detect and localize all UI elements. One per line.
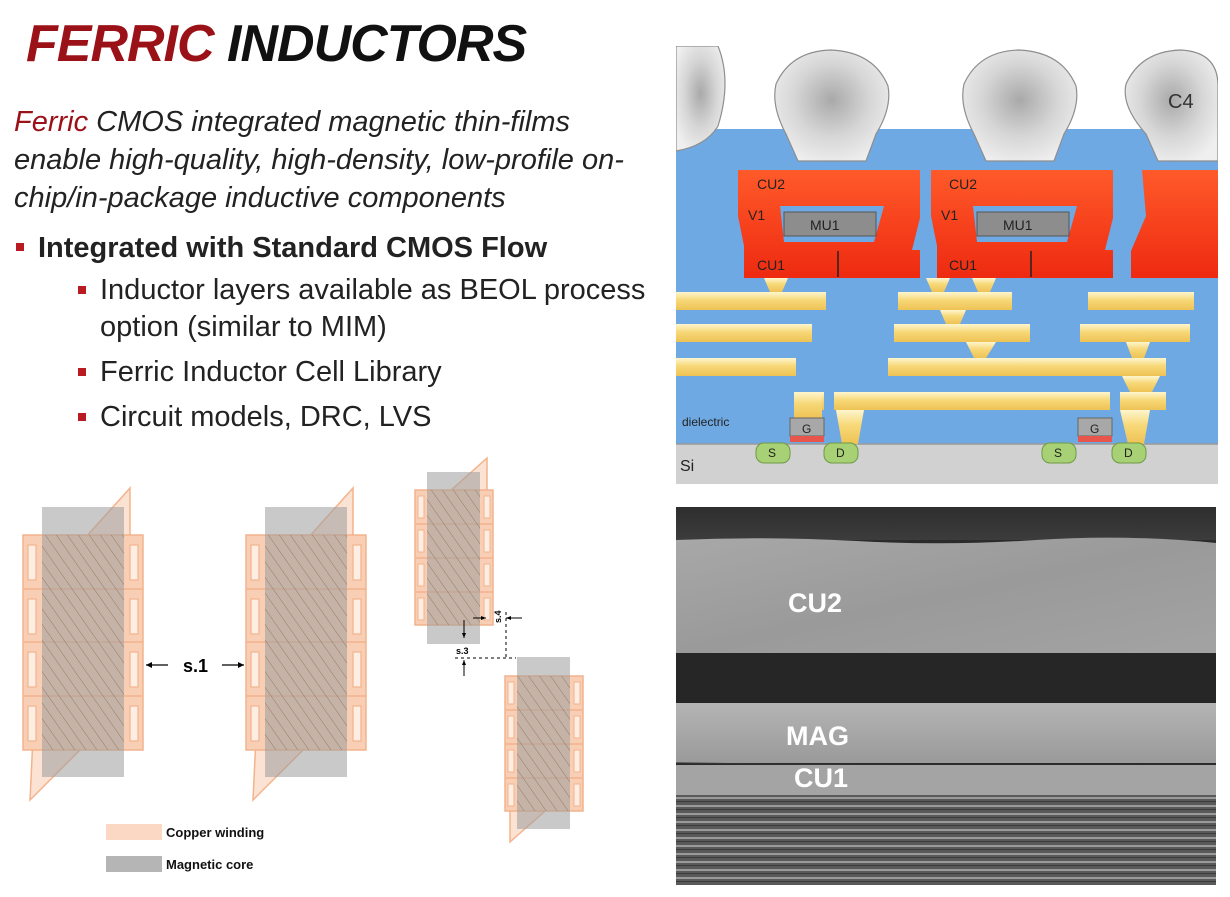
sem-interconnect-layers [676, 795, 1216, 885]
spacing-s4-label: s.4 [493, 610, 503, 623]
sem-dark-band [676, 653, 1216, 703]
sem-mag-label: MAG [786, 721, 849, 751]
sem-cu1-label: CU1 [794, 763, 848, 793]
legend-copper-label: Copper winding [166, 825, 264, 840]
sem-micrograph: CU2 MAG CU1 [676, 507, 1216, 885]
legend-core-label: Magnetic core [166, 857, 253, 872]
sub-bullet-cell-library: Ferric Inductor Cell Library [78, 354, 654, 391]
drain-label-left: D [836, 446, 845, 460]
cu2-label-right: CU2 [949, 176, 977, 192]
sem-mag-layer [676, 703, 1216, 763]
sem-cu2-layer [676, 537, 1216, 653]
spacing-s3-label: s.3 [456, 646, 469, 656]
sem-cu1-layer [676, 765, 1216, 795]
beol-metal-stack [676, 278, 1194, 444]
legend-copper-swatch [106, 824, 162, 840]
cu2-label-left: CU2 [757, 176, 785, 192]
source-label-right: S [1054, 446, 1062, 460]
sub-bullet-list: Inductor layers available as BEOL proces… [78, 272, 654, 436]
inductor-layout-figure: s.1 [22, 456, 584, 872]
cu-inductor-right [931, 170, 1113, 278]
v1-label-right: V1 [941, 207, 958, 223]
v1-label-left: V1 [748, 207, 765, 223]
c4-label: C4 [1168, 91, 1194, 113]
si-label: Si [680, 458, 694, 475]
c4-bumps [676, 46, 1218, 162]
sub-bullet-models: Circuit models, DRC, LVS [78, 399, 654, 436]
intro-text: CMOS integrated magnetic thin-films enab… [14, 106, 624, 214]
spacing-s1-annotation [146, 662, 244, 668]
drain-label-right: D [1124, 446, 1133, 460]
title-inductors: INDUCTORS [227, 15, 527, 73]
cross-section-diagram: C4 CU2 V1 MU1 CU1 CU2 V1 MU1 CU1 [676, 46, 1218, 484]
spacing-s1-label: s.1 [183, 656, 208, 676]
sub-bullet-beol: Inductor layers available as BEOL proces… [78, 272, 654, 346]
sem-cu2-label: CU2 [788, 588, 842, 618]
cu-inductor-edge [1131, 170, 1218, 278]
source-label-left: S [768, 446, 776, 460]
intro-paragraph: Ferric CMOS integrated magnetic thin-fil… [14, 103, 654, 217]
transistor-right [1041, 417, 1147, 464]
bullet-list: Integrated with Standard CMOS Flow Induc… [14, 230, 654, 444]
spacing-s3-s4-annotation [455, 612, 522, 676]
cu1-label-right: CU1 [949, 257, 977, 273]
inductor-cell-1 [22, 486, 144, 802]
gate-label-left: G [802, 422, 811, 436]
title-ferric: FERRIC [26, 15, 215, 73]
gate-label-right: G [1090, 422, 1099, 436]
dielectric-label: dielectric [682, 415, 729, 429]
inductor-cell-small-top [414, 456, 494, 644]
mu1-label-right: MU1 [1003, 217, 1033, 233]
bullet-cmos-flow: Integrated with Standard CMOS Flow [14, 230, 654, 266]
slide-title: FERRIC INDUCTORS [26, 14, 527, 74]
intro-ferric: Ferric [14, 106, 89, 138]
legend-core-swatch [106, 856, 162, 872]
inductor-cell-2 [245, 487, 367, 801]
cu-inductor-left [738, 170, 920, 278]
transistor-left [755, 417, 859, 464]
inductor-cell-small-bottom [504, 657, 584, 844]
mu1-label-left: MU1 [810, 217, 840, 233]
cu1-label-left: CU1 [757, 257, 785, 273]
